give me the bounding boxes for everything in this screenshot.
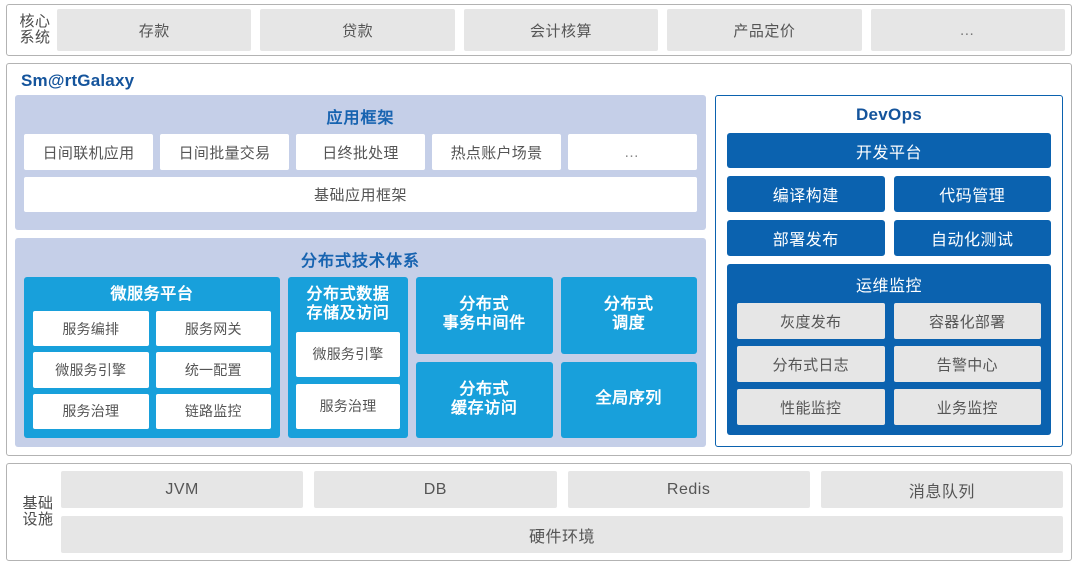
infra-item-db[interactable]: DB	[314, 471, 557, 508]
ops-monitoring-box: 运维监控 灰度发布 容器化部署 分布式日志 告警中心 性能监控	[727, 264, 1051, 435]
dist-data-store-title: 分布式数据 存储及访问	[296, 284, 400, 332]
infrastructure-items: JVM DB Redis 消息队列	[61, 471, 1063, 508]
right-column: DevOps 开发平台 编译构建 代码管理 部署发布 自动化测试 运维监控	[715, 95, 1063, 447]
ops-item-container-deploy[interactable]: 容器化部署	[893, 303, 1041, 339]
ms-item-engine[interactable]: 微服务引擎	[33, 352, 149, 388]
devops-item-code-management[interactable]: 代码管理	[893, 176, 1051, 212]
devops-row: 部署发布 自动化测试	[727, 220, 1051, 256]
core-item-pricing[interactable]: 产品定价	[667, 9, 862, 51]
ops-row: 分布式日志 告警中心	[737, 346, 1041, 382]
line1: 全局序列	[595, 390, 662, 408]
core-system-label: 核心 系统	[13, 9, 57, 51]
ops-monitoring-title: 运维监控	[855, 278, 922, 295]
microservice-platform-title: 微服务平台	[110, 286, 194, 303]
line2: 事务中间件	[442, 315, 526, 333]
ops-item-alert-center[interactable]: 告警中心	[893, 346, 1041, 382]
devops-item-deploy-release[interactable]: 部署发布	[727, 220, 885, 256]
ops-row: 灰度发布 容器化部署	[737, 303, 1041, 339]
brand-title: Sm@rtGalaxy	[21, 71, 135, 90]
app-framework-title: 应用框架	[326, 110, 395, 127]
dist-data-store-title-line2: 存储及访问	[306, 304, 390, 322]
ops-item-business-monitor[interactable]: 业务监控	[893, 389, 1041, 425]
infrastructure-hardware-row: 硬件环境	[61, 516, 1063, 553]
dist-data-store-grid: 微服务引擎 服务治理	[296, 331, 400, 429]
microservice-row: 服务治理 链路监控	[33, 393, 271, 429]
dist-col-1: 分布式 事务中间件 分布式 缓存访问	[416, 277, 553, 438]
line2: 调度	[612, 315, 646, 333]
core-system-items: 存款 贷款 会计核算 产品定价 …	[57, 9, 1066, 51]
microservice-platform-box: 微服务平台 服务编排 服务网关 微服务引擎 统一配置	[24, 277, 280, 438]
ms-item-orchestration[interactable]: 服务编排	[33, 310, 149, 347]
devops-title: DevOps	[855, 105, 923, 124]
core-item-more[interactable]: …	[870, 9, 1066, 51]
ops-item-dist-logging[interactable]: 分布式日志	[737, 346, 885, 382]
devops-dev-platform[interactable]: 开发平台	[727, 133, 1051, 168]
core-system-label-line2: 系统	[19, 29, 51, 46]
ds-item-engine[interactable]: 微服务引擎	[296, 331, 400, 377]
app-item-hot-account[interactable]: 热点账户场景	[432, 134, 561, 170]
app-item-eod-batch[interactable]: 日终批处理	[296, 134, 425, 170]
devops-item-auto-test[interactable]: 自动化测试	[893, 220, 1051, 256]
devops-item-build[interactable]: 编译构建	[727, 176, 885, 212]
ms-item-governance[interactable]: 服务治理	[33, 393, 149, 429]
app-item-more[interactable]: …	[568, 134, 697, 170]
core-item-accounting[interactable]: 会计核算	[463, 9, 659, 51]
line1: 分布式	[459, 296, 510, 314]
core-system-panel: 核心 系统 存款 贷款 会计核算 产品定价 …	[6, 4, 1072, 56]
dist-tech-title: 分布式技术体系	[300, 253, 420, 270]
infra-item-hardware[interactable]: 硬件环境	[61, 516, 1063, 553]
line1: 分布式	[603, 296, 654, 314]
dist-col-2: 分布式 调度 全局序列	[560, 277, 697, 438]
app-item-batch-trade[interactable]: 日间批量交易	[160, 134, 289, 170]
dist-tech-body: 微服务平台 服务编排 服务网关 微服务引擎 统一配置	[24, 277, 697, 438]
dist-box-global-sequence[interactable]: 全局序列	[560, 361, 697, 438]
core-item-loan[interactable]: 贷款	[260, 9, 455, 51]
dist-tech-right-boxes: 分布式 事务中间件 分布式 缓存访问	[416, 277, 697, 438]
infrastructure-label-line2: 设施	[22, 511, 54, 528]
dist-box-cache-access[interactable]: 分布式 缓存访问	[416, 361, 553, 438]
infra-item-redis[interactable]: Redis	[567, 471, 810, 508]
dist-data-store-box: 分布式数据 存储及访问 微服务引擎 服务治理	[288, 277, 408, 438]
dist-data-store-title-line1: 分布式数据	[306, 286, 390, 303]
ops-row: 性能监控 业务监控	[737, 389, 1041, 425]
devops-panel: DevOps 开发平台 编译构建 代码管理 部署发布 自动化测试 运维监控	[715, 95, 1063, 447]
dist-box-transaction-middleware[interactable]: 分布式 事务中间件	[416, 277, 553, 354]
infrastructure-label: 基础 设施	[15, 471, 61, 553]
dist-box-transaction-middleware-title: 分布式 事务中间件	[443, 296, 526, 334]
devops-row: 编译构建 代码管理	[727, 176, 1051, 212]
app-framework-group: 应用框架 日间联机应用 日间批量交易 日终批处理 热点账户场景 … 基础应用框架	[15, 95, 706, 230]
infrastructure-body: JVM DB Redis 消息队列 硬件环境	[61, 471, 1063, 553]
dist-box-scheduling-title: 分布式 调度	[604, 296, 654, 334]
dist-tech-group: 分布式技术体系 微服务平台 服务编排 服务网关 微服务引擎	[15, 238, 706, 447]
dist-box-global-sequence-title: 全局序列	[596, 390, 662, 409]
app-framework-items: 日间联机应用 日间批量交易 日终批处理 热点账户场景 …	[24, 134, 697, 170]
left-column: 应用框架 日间联机应用 日间批量交易 日终批处理 热点账户场景 … 基础应用框架…	[15, 95, 706, 447]
app-framework-base[interactable]: 基础应用框架	[24, 177, 697, 212]
ds-item-governance[interactable]: 服务治理	[296, 383, 400, 429]
core-system-label-line1: 核心	[19, 13, 51, 31]
microservice-grid: 服务编排 服务网关 微服务引擎 统一配置 服务治理 链路监控	[33, 310, 271, 429]
ms-item-gateway[interactable]: 服务网关	[155, 310, 271, 347]
core-item-deposit[interactable]: 存款	[57, 9, 252, 51]
smartgalaxy-panel: Sm@rtGalaxy 应用框架 日间联机应用 日间批量交易 日终批处理 热点账…	[6, 63, 1072, 456]
ops-monitoring-grid: 灰度发布 容器化部署 分布式日志 告警中心 性能监控 业务监控	[737, 303, 1041, 425]
infrastructure-panel: 基础 设施 JVM DB Redis 消息队列 硬件环境	[6, 463, 1072, 561]
line1: 分布式	[459, 380, 510, 398]
microservice-row: 微服务引擎 统一配置	[33, 352, 271, 388]
ms-item-tracing[interactable]: 链路监控	[155, 393, 271, 429]
infra-item-message-queue[interactable]: 消息队列	[820, 471, 1063, 508]
ms-item-config[interactable]: 统一配置	[155, 352, 271, 388]
ops-item-performance-monitor[interactable]: 性能监控	[737, 389, 885, 425]
ops-item-gray-release[interactable]: 灰度发布	[737, 303, 885, 339]
dist-box-cache-access-title: 分布式 缓存访问	[451, 381, 517, 419]
microservice-row: 服务编排 服务网关	[33, 310, 271, 347]
line2: 缓存访问	[451, 399, 518, 417]
infra-item-jvm[interactable]: JVM	[61, 471, 304, 508]
dist-box-scheduling[interactable]: 分布式 调度	[560, 277, 697, 354]
app-item-online[interactable]: 日间联机应用	[24, 134, 153, 170]
smartgalaxy-body: 应用框架 日间联机应用 日间批量交易 日终批处理 热点账户场景 … 基础应用框架…	[15, 95, 1063, 447]
infrastructure-label-line1: 基础	[22, 494, 54, 512]
